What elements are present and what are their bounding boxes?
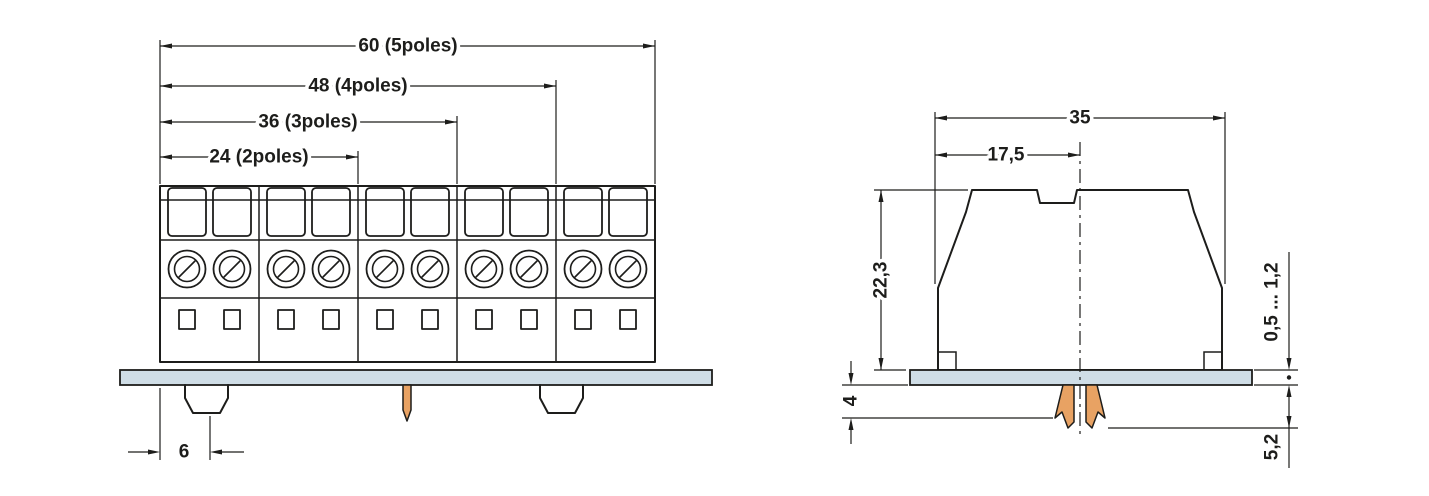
locating-pin (402, 384, 412, 422)
dim-36-3poles: 36 (3poles) (160, 108, 457, 136)
dim-60-5poles: 60 (5poles) (160, 32, 655, 60)
housing-lines (160, 186, 655, 362)
extension-lines-side (842, 112, 1298, 429)
terminal-body-profile (937, 189, 1223, 371)
dim-label-plate-thickness: 0,5 ... 1,2 (1262, 262, 1283, 341)
profile-step-left (938, 351, 957, 370)
dim-17-5: 17,5 (935, 141, 1080, 169)
extension-lines-front (159, 40, 656, 184)
front-view: 60 (5poles) 48 (4poles) 36 (3poles) 24 (… (119, 32, 713, 466)
snap-foot-left (184, 384, 229, 414)
dim-24-2poles: 24 (2poles) (160, 143, 358, 171)
mounting-plate-side (909, 369, 1253, 386)
dim-5-2: 5,2 (1258, 385, 1292, 468)
profile-step-right (1203, 351, 1222, 370)
dim-6: 6 (128, 388, 244, 466)
snap-foot-right (539, 384, 584, 414)
dim-label-48: 48 (4poles) (308, 76, 407, 97)
dim-48-4poles: 48 (4poles) (160, 72, 556, 100)
mounting-plate-front (119, 369, 713, 386)
dim-label-5-2: 5,2 (1262, 434, 1283, 460)
snap-foot-prong-left (1054, 384, 1075, 429)
dim-label-35: 35 (1069, 108, 1091, 129)
dim-label-60: 60 (5poles) (358, 36, 457, 57)
dim-plate-thickness: 0,5 ... 1,2 (1258, 252, 1292, 380)
side-view: 35 17,5 22,3 4 0,5 .. (837, 104, 1298, 468)
dim-4: 4 (837, 361, 865, 444)
dim-35: 35 (935, 104, 1225, 132)
dim-label-22-3: 22,3 (871, 262, 892, 299)
dim-label-4: 4 (841, 395, 862, 406)
dim-label-6: 6 (179, 442, 190, 463)
dim-label-36: 36 (3poles) (258, 112, 357, 133)
dim-22-3: 22,3 (867, 190, 895, 370)
dim-label-17-5: 17,5 (988, 145, 1025, 166)
snap-foot-prong-right (1085, 384, 1106, 429)
terminal-body-outline (159, 185, 656, 363)
dim-label-24: 24 (2poles) (209, 147, 308, 168)
